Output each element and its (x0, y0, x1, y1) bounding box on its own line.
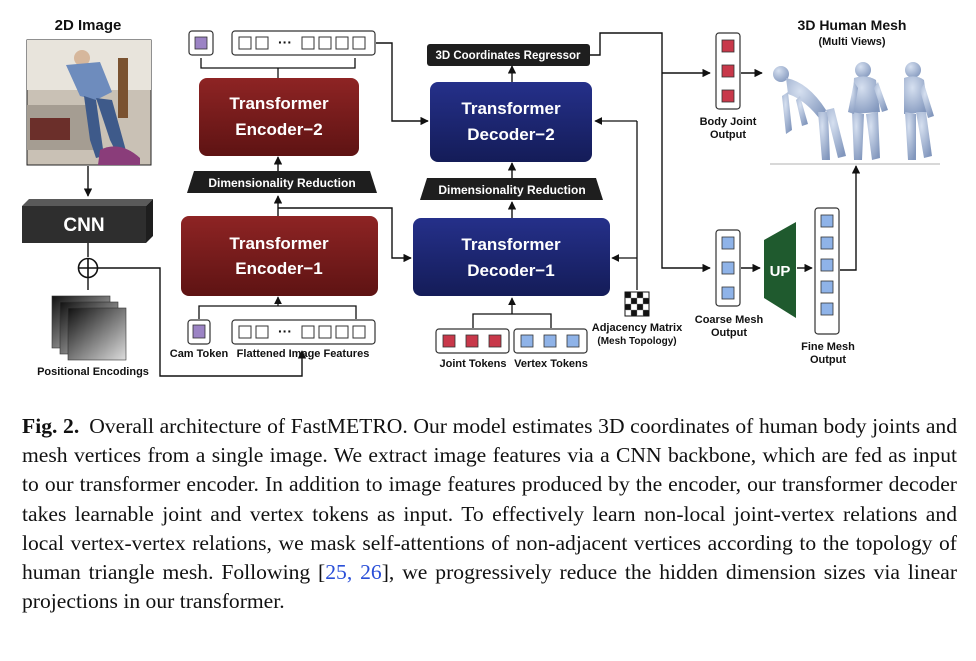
decoder2-line2: Decoder−2 (467, 125, 554, 144)
up-label: UP (770, 263, 791, 280)
joint-tokens-input (435, 328, 510, 354)
figure-caption: Fig. 2.Overall architecture of FastMETRO… (22, 412, 957, 616)
fine-mesh-label-1: Fine Mesh (801, 341, 855, 353)
flattened-image-features-input: ··· (231, 319, 376, 345)
adjacency-label-line2: (Mesh Topology) (597, 336, 676, 347)
encoder2-output-cam-token (188, 30, 214, 56)
fine-mesh-output (814, 207, 840, 335)
dimred-right-label: Dimensionality Reduction (438, 183, 585, 197)
vertex-tokens-label: Vertex Tokens (514, 358, 588, 370)
decoder1-line1: Transformer (461, 235, 561, 254)
coordinates-regressor: 3D Coordinates Regressor (427, 44, 590, 66)
ellipsis: ··· (278, 34, 292, 50)
encoder1-line1: Transformer (229, 234, 329, 253)
cnn-label: CNN (63, 215, 104, 236)
decoder2-line1: Transformer (461, 99, 561, 118)
citation-link[interactable]: 25, 26 (325, 560, 382, 585)
encoder2-line2: Encoder−2 (235, 120, 322, 139)
cnn-block: CNN (22, 199, 153, 243)
adjacency-label-line1: Adjacency Matrix (592, 322, 683, 334)
upsampling-block: UP (764, 222, 796, 318)
human-mesh-render (770, 62, 940, 165)
cam-token-input (187, 319, 211, 345)
coarse-mesh-label-2: Output (711, 327, 747, 339)
caption-text-end: ], we progressively reduce the hidden di… (22, 560, 958, 614)
transformer-decoder-2: Transformer Decoder−2 (430, 82, 592, 162)
coarse-mesh-output (715, 229, 741, 307)
body-joint-output (715, 32, 741, 110)
mesh-subtitle: (Multi Views) (818, 36, 885, 48)
dimensionality-reduction-right: Dimensionality Reduction (420, 178, 603, 200)
encoder1-line2: Encoder−1 (235, 259, 322, 278)
regressor-label: 3D Coordinates Regressor (435, 50, 581, 62)
plus-circle-icon (77, 257, 99, 279)
transformer-decoder-1: Transformer Decoder−1 (413, 218, 610, 296)
caption-text: Overall architecture of FastMETRO. Our m… (22, 414, 957, 585)
body-joint-label-1: Body Joint (700, 116, 757, 128)
image-label: 2D Image (55, 17, 122, 34)
encoder2-line1: Transformer (229, 94, 329, 113)
adjacency-matrix-icon (624, 291, 650, 317)
positional-encodings-icon (51, 295, 127, 361)
mesh-title: 3D Human Mesh (798, 17, 907, 33)
figure-number: Fig. 2. (22, 414, 80, 438)
flattened-features-label: Flattened Image Features (237, 348, 370, 360)
architecture-diagram: 2D Image CNN Positional Encodings (22, 17, 940, 378)
vertex-tokens-input (513, 328, 588, 354)
cam-token-label: Cam Token (170, 348, 229, 360)
transformer-encoder-2: Transformer Encoder−2 (199, 78, 359, 156)
transformer-encoder-1: Transformer Encoder−1 (181, 216, 378, 296)
human-photo (26, 39, 152, 166)
dimensionality-reduction-left: Dimensionality Reduction (187, 171, 377, 193)
body-joint-label-2: Output (710, 129, 746, 141)
dimred-left-label: Dimensionality Reduction (208, 176, 355, 190)
positional-encodings-label: Positional Encodings (37, 366, 149, 378)
joint-tokens-label: Joint Tokens (439, 358, 506, 370)
encoder2-output-features: ··· (231, 30, 376, 56)
decoder1-line2: Decoder−1 (467, 261, 554, 280)
ellipsis: ··· (278, 323, 292, 339)
fine-mesh-label-2: Output (810, 354, 846, 366)
coarse-mesh-label-1: Coarse Mesh (695, 314, 764, 326)
